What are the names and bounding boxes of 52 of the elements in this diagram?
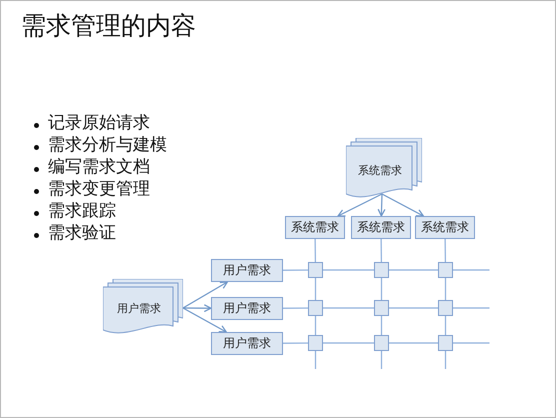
grid-line (444, 351, 446, 369)
grid-line (453, 307, 490, 309)
trace-marker (374, 300, 389, 316)
grid-line (314, 351, 316, 369)
arrow (382, 193, 424, 217)
grid-line (323, 342, 374, 344)
grid-line (380, 278, 382, 300)
trace-marker (374, 335, 389, 351)
grid-line (283, 307, 308, 309)
grid-line (389, 342, 438, 344)
bullet-text: 记录原始请求 (48, 112, 150, 134)
grid-line (323, 307, 374, 309)
grid-line (444, 316, 446, 335)
trace-marker (438, 262, 453, 278)
grid-line (314, 278, 316, 300)
grid-line (389, 307, 438, 309)
trace-marker (438, 335, 453, 351)
arrow (378, 194, 386, 217)
requirement-box: 系统需求 (351, 216, 411, 239)
arrow (337, 193, 382, 217)
grid-line (380, 239, 382, 262)
grid-line (444, 278, 446, 300)
grid-line (380, 316, 382, 335)
trace-marker (438, 300, 453, 316)
grid-line (380, 351, 382, 369)
grid-line (314, 239, 316, 262)
grid-line (453, 342, 490, 344)
grid-line (444, 239, 446, 262)
bullet-text: 需求跟踪 (48, 200, 116, 222)
grid-line (453, 269, 490, 271)
trace-marker (308, 300, 323, 316)
arrow (182, 281, 228, 309)
grid-line (389, 269, 438, 271)
bullet-text: 需求分析与建模 (48, 134, 167, 156)
trace-marker (308, 335, 323, 351)
bullet-text: 需求变更管理 (48, 178, 150, 200)
requirement-box: 用户需求 (211, 297, 283, 320)
grid-line (314, 316, 316, 335)
grid-line (283, 342, 308, 344)
arrow (182, 307, 227, 333)
trace-marker (308, 262, 323, 278)
slide-title: 需求管理的内容 (21, 10, 196, 42)
grid-line (283, 269, 308, 271)
requirement-box: 系统需求 (415, 216, 475, 239)
requirement-box: 用户需求 (211, 259, 283, 282)
requirement-box: 用户需求 (211, 332, 283, 355)
grid-line (323, 269, 374, 271)
trace-marker (374, 262, 389, 278)
bullet-text: 编写需求文档 (48, 156, 150, 178)
requirement-box: 系统需求 (285, 216, 345, 239)
arrow (183, 304, 212, 312)
bullet-text: 需求验证 (48, 222, 116, 244)
